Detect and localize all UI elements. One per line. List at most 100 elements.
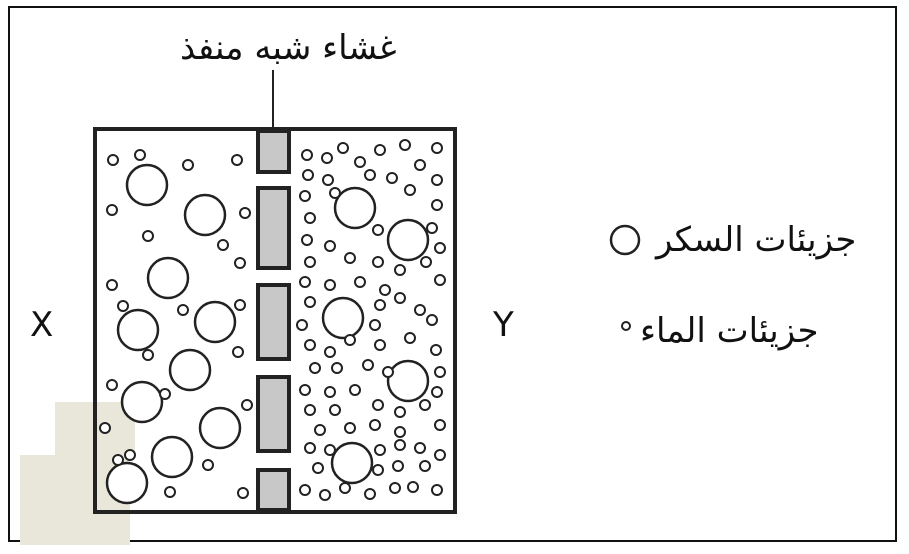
water-molecule <box>325 280 335 290</box>
water-molecule <box>355 277 365 287</box>
water-molecule <box>100 423 110 433</box>
water-molecule <box>302 150 312 160</box>
water-molecule <box>107 380 117 390</box>
water-molecule <box>125 450 135 460</box>
water-molecule <box>305 257 315 267</box>
water-molecule <box>435 275 445 285</box>
water-molecule <box>300 191 310 201</box>
water-molecule <box>108 155 118 165</box>
water-molecule <box>405 333 415 343</box>
water-molecule <box>395 427 405 437</box>
water-molecule <box>300 277 310 287</box>
water-molecule <box>373 400 383 410</box>
water-molecule <box>232 155 242 165</box>
water-molecule <box>420 461 430 471</box>
water-molecule <box>350 385 360 395</box>
water-molecule <box>393 461 403 471</box>
water-molecule <box>143 350 153 360</box>
water-molecule <box>363 360 373 370</box>
membrane-segment <box>258 188 289 268</box>
water-molecule <box>118 301 128 311</box>
water-molecule <box>365 170 375 180</box>
semipermeable-membrane <box>258 131 289 510</box>
sugar-molecule <box>195 302 235 342</box>
water-molecule <box>421 257 431 267</box>
membrane-segment <box>258 285 289 359</box>
water-molecule <box>427 223 437 233</box>
water-molecule <box>345 253 355 263</box>
water-molecule <box>432 387 442 397</box>
water-molecule <box>365 489 375 499</box>
water-molecule <box>302 235 312 245</box>
water-molecule <box>395 293 405 303</box>
water-molecule <box>218 240 228 250</box>
sugar-molecule <box>388 220 428 260</box>
water-molecule <box>432 143 442 153</box>
water-molecule <box>415 305 425 315</box>
membrane-segment <box>258 470 289 510</box>
water-molecule <box>235 300 245 310</box>
water-molecule <box>203 460 213 470</box>
water-molecule <box>165 487 175 497</box>
water-molecule <box>332 363 342 373</box>
water-molecule <box>183 160 193 170</box>
water-molecule <box>325 387 335 397</box>
water-molecule <box>178 305 188 315</box>
water-molecule <box>242 400 252 410</box>
water-molecule <box>395 407 405 417</box>
water-molecule <box>238 488 248 498</box>
legend-sugar-label: جزيئات السكر <box>656 220 856 260</box>
sugar-molecule <box>107 463 147 503</box>
water-molecule <box>313 463 323 473</box>
water-molecule <box>390 483 400 493</box>
water-molecule <box>375 340 385 350</box>
water-molecule <box>240 208 250 218</box>
sugar-molecule <box>323 298 363 338</box>
water-molecule <box>135 150 145 160</box>
water-molecule <box>233 347 243 357</box>
water-molecule <box>305 405 315 415</box>
water-molecule <box>325 347 335 357</box>
water-molecule <box>435 420 445 430</box>
water-molecule <box>431 345 441 355</box>
water-molecule <box>373 465 383 475</box>
water-molecule <box>107 280 117 290</box>
membrane-segment <box>258 377 289 451</box>
water-molecule <box>370 420 380 430</box>
sugar-molecule <box>388 361 428 401</box>
water-molecule <box>300 385 310 395</box>
water-molecule <box>338 143 348 153</box>
water-molecule <box>340 483 350 493</box>
sugar-molecule <box>170 350 210 390</box>
sugar-molecule <box>122 382 162 422</box>
water-molecule <box>160 389 170 399</box>
water-molecule <box>432 200 442 210</box>
water-molecule <box>375 445 385 455</box>
water-molecule <box>303 170 313 180</box>
legend-sugar-icon <box>611 226 639 254</box>
water-molecule <box>305 340 315 350</box>
water-molecule <box>323 175 333 185</box>
water-molecule <box>395 440 405 450</box>
water-molecule <box>400 140 410 150</box>
water-molecule <box>373 257 383 267</box>
water-molecule <box>435 450 445 460</box>
water-molecule <box>345 423 355 433</box>
water-molecule <box>420 400 430 410</box>
water-molecule <box>113 455 123 465</box>
water-molecule <box>235 258 245 268</box>
water-molecule <box>427 315 437 325</box>
sugar-molecule <box>152 437 192 477</box>
sugar-molecule <box>185 195 225 235</box>
water-molecule <box>375 300 385 310</box>
membrane-segment <box>258 131 289 172</box>
water-molecule <box>305 297 315 307</box>
water-molecule <box>432 485 442 495</box>
sugar-molecule <box>127 165 167 205</box>
water-molecule <box>432 175 442 185</box>
water-molecule <box>387 173 397 183</box>
water-molecule <box>143 231 153 241</box>
water-molecule <box>107 205 117 215</box>
legend-water-label: جزيئات الماء <box>640 311 818 351</box>
